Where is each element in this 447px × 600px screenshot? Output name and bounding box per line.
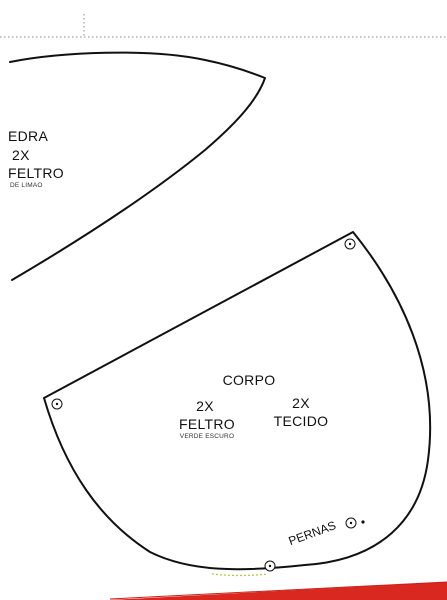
ink-dot — [361, 520, 365, 524]
registration-mark-bottom — [264, 560, 276, 572]
top-piece-quantity: 2X — [12, 147, 30, 163]
registration-mark-bottom-right — [345, 517, 357, 529]
body-felt-quantity: 2X — [196, 398, 214, 414]
registration-mark-top-right — [344, 238, 356, 250]
body-felt-color-note: VERDE ESCURO — [179, 433, 235, 440]
top-piece-material: FELTRO — [8, 165, 64, 181]
top-piece-color-note: DE LIMAO — [10, 182, 43, 189]
registration-mark-left — [51, 398, 63, 410]
top-pattern-outline — [9, 51, 266, 281]
body-felt-material: FELTRO — [179, 416, 235, 432]
top-piece-name: EDRA — [8, 128, 49, 144]
body-fabric-quantity: 2X — [292, 395, 310, 411]
body-pattern-outline — [43, 231, 432, 571]
body-piece-name: CORPO — [222, 372, 276, 388]
red-binding-edge — [109, 581, 447, 600]
stitch-tint — [211, 573, 269, 577]
body-fabric-material: TECIDO — [273, 413, 329, 429]
